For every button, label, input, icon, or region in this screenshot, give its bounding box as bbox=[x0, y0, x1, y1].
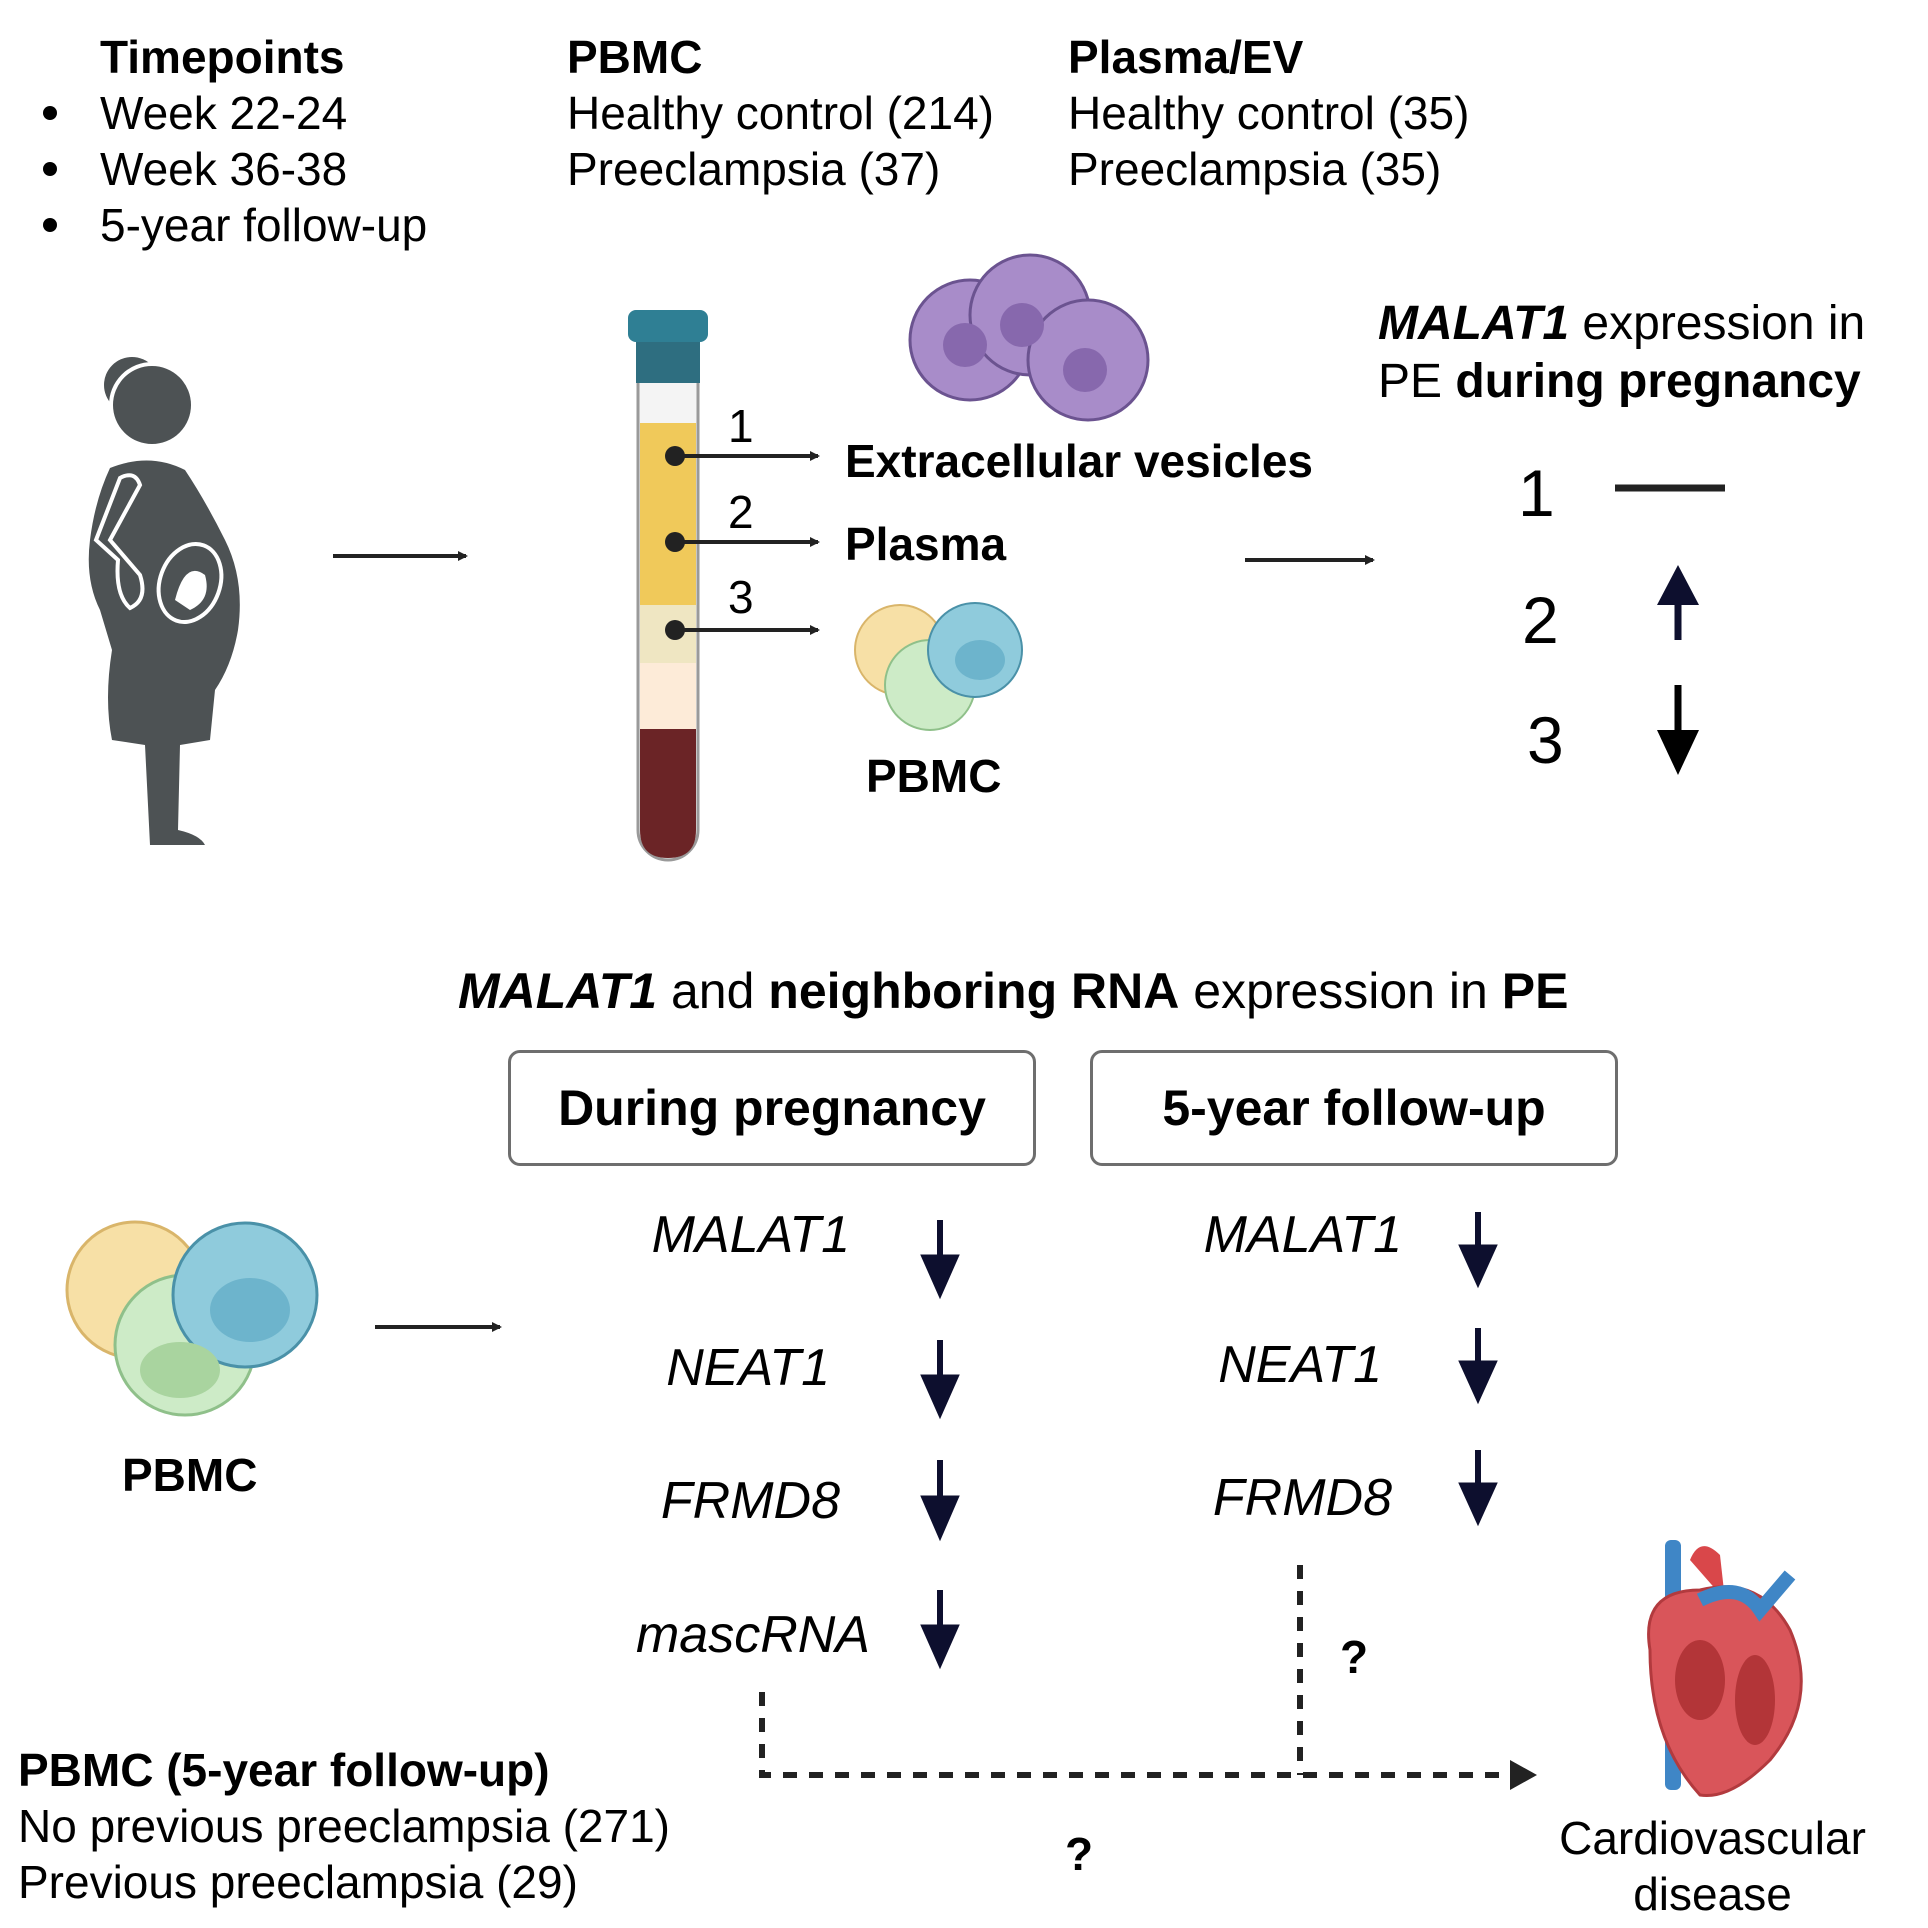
label-pbmc-top: PBMC bbox=[866, 750, 1002, 802]
section2-title: MALAT1 and neighboring RNA expression in… bbox=[458, 963, 1569, 1019]
gene-followup-frmd8: FRMD8 bbox=[1212, 1469, 1392, 1527]
extracellular-vesicle-cells-icon bbox=[908, 253, 1150, 422]
timepoint-item: Week 36-38 bbox=[43, 141, 427, 197]
pbmc-cohort-title: PBMC bbox=[567, 31, 703, 83]
down-arrow-icon bbox=[1657, 685, 1699, 775]
red-cell-layer bbox=[640, 729, 696, 858]
timepoints-title: Timepoints bbox=[100, 31, 345, 83]
result-number-1: 1 bbox=[1518, 456, 1555, 530]
malat1-result-heading: MALAT1 expression in PE during pregnancy bbox=[1378, 297, 1866, 408]
pbmc-cells-icon bbox=[854, 602, 1023, 731]
outcome-label: Cardiovascular disease bbox=[1559, 1812, 1866, 1920]
gene-pregnancy-mascrna: mascRNA bbox=[635, 1606, 870, 1664]
pbmc-cohort-row: Healthy control (214) bbox=[567, 87, 994, 139]
pbmc-cohort-row: Preeclampsia (37) bbox=[567, 143, 941, 195]
pbmc-cells-large-icon bbox=[65, 1220, 319, 1417]
pregnant-woman-icon bbox=[88, 357, 240, 845]
timepoints-block: Timepoints Week 22-24 Week 36-38 5-year … bbox=[43, 29, 427, 253]
question-mark-pregnancy: ? bbox=[1065, 1828, 1094, 1880]
layer-number-2: 2 bbox=[728, 486, 754, 538]
label-pbmc-bottom: PBMC bbox=[122, 1449, 258, 1501]
dashed-connectors bbox=[759, 1565, 1515, 1778]
result-number-2: 2 bbox=[1522, 583, 1559, 657]
dashed-arrowhead-icon bbox=[1510, 1760, 1537, 1790]
followup-cohort-row: Previous preeclampsia (29) bbox=[18, 1856, 578, 1908]
bullet-icon bbox=[43, 218, 57, 232]
tube-stopper bbox=[636, 335, 700, 383]
plasma-cohort-row: Preeclampsia (35) bbox=[1068, 143, 1442, 195]
layer-arrows bbox=[665, 446, 820, 640]
timepoint-item: 5-year follow-up bbox=[43, 197, 427, 253]
bullet-icon bbox=[43, 162, 57, 176]
gene-pregnancy-frmd8: FRMD8 bbox=[660, 1472, 840, 1530]
label-plasma: Plasma bbox=[845, 518, 1007, 570]
followup-cohort-block: PBMC (5-year follow-up) No previous pree… bbox=[18, 1742, 670, 1910]
label-extracellular-vesicles: Extracellular vesicles bbox=[845, 435, 1313, 487]
gene-pregnancy-malat1: MALAT1 bbox=[651, 1206, 850, 1264]
layer-number-3: 3 bbox=[728, 571, 754, 623]
timepoint-item: Week 22-24 bbox=[43, 85, 427, 141]
fetus-icon bbox=[175, 570, 207, 610]
gene-pregnancy-neat1: NEAT1 bbox=[666, 1339, 830, 1397]
heart-icon bbox=[1647, 1540, 1803, 1798]
pregnancy-down-arrows bbox=[920, 1220, 960, 1670]
followup-cohort-title: PBMC (5-year follow-up) bbox=[18, 1744, 550, 1796]
followup-cohort-row: No previous preeclampsia (271) bbox=[18, 1800, 670, 1852]
question-mark-followup: ? bbox=[1340, 1631, 1369, 1683]
plasma-cohort-title: Plasma/EV bbox=[1068, 31, 1304, 83]
plasma-cohort-block: Plasma/EV Healthy control (35) Preeclamp… bbox=[1068, 29, 1469, 197]
pbmc-cohort-block: PBMC Healthy control (214) Preeclampsia … bbox=[567, 29, 994, 197]
light-layer bbox=[640, 663, 696, 729]
womb-outline bbox=[156, 542, 224, 624]
blood-tube-icon bbox=[628, 310, 708, 862]
box-5-year-follow-up: 5-year follow-up bbox=[1090, 1050, 1618, 1166]
result-number-3: 3 bbox=[1527, 703, 1564, 777]
followup-down-arrows bbox=[1458, 1212, 1498, 1527]
up-arrow-icon bbox=[1657, 565, 1699, 640]
bullet-icon bbox=[43, 106, 57, 120]
plasma-cohort-row: Healthy control (35) bbox=[1068, 87, 1470, 139]
box-during-pregnancy: During pregnancy bbox=[508, 1050, 1036, 1166]
layer-number-1: 1 bbox=[728, 400, 754, 452]
tube-cap bbox=[628, 310, 708, 342]
gene-followup-neat1: NEAT1 bbox=[1218, 1336, 1382, 1394]
gene-followup-malat1: MALAT1 bbox=[1203, 1206, 1402, 1264]
